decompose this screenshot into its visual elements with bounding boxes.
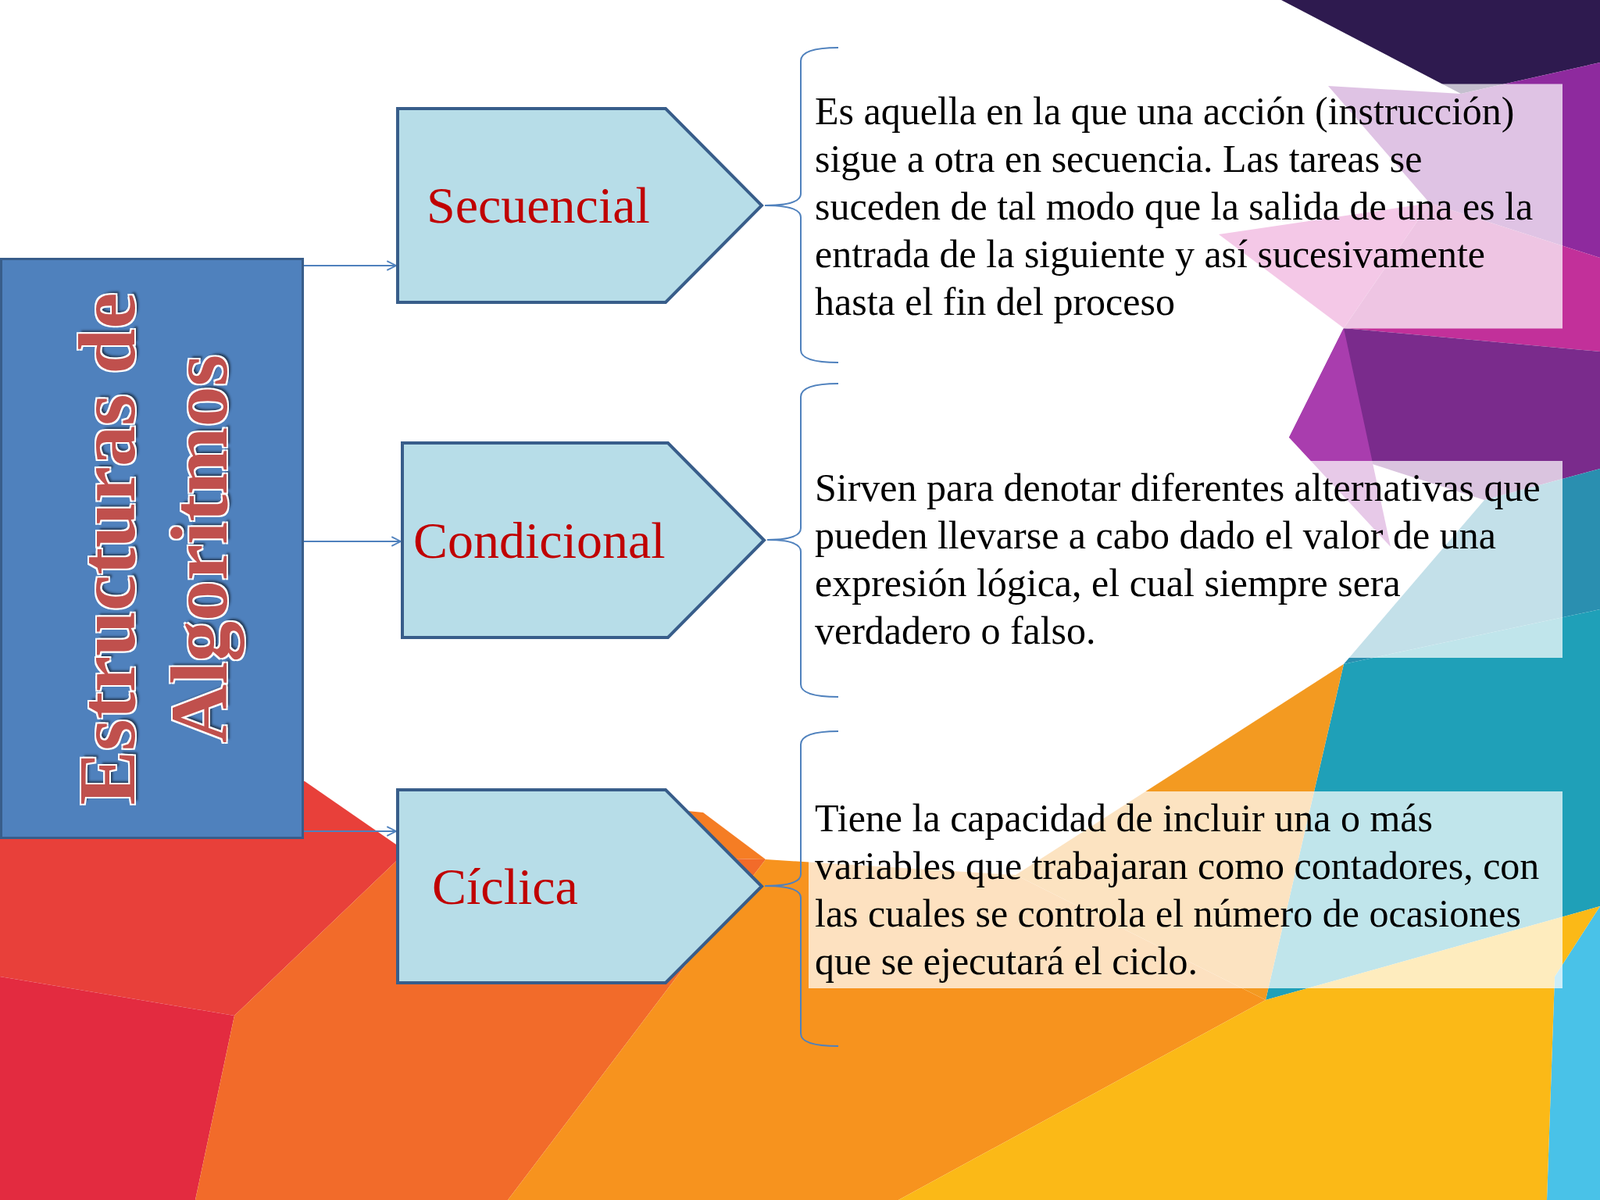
pentagon-box: Cíclica — [396, 788, 764, 985]
panel-title: Estructuras de Algoritmos — [60, 260, 245, 837]
description-text: Sirven para denotar diferentes alternati… — [808, 460, 1563, 658]
bg-polygon — [0, 976, 235, 1200]
pentagon-box: Condicional — [400, 441, 766, 640]
pentagon-shape — [402, 442, 765, 638]
box-label: Cíclica — [432, 857, 579, 917]
connector-arrow — [303, 830, 397, 833]
connector-arrow — [303, 264, 397, 267]
box-label: Condicional — [413, 510, 666, 571]
title-panel: Estructuras de Algoritmos — [0, 257, 304, 840]
pentagon-box: Secuencial — [396, 107, 764, 304]
description-text: Tiene la capacidad de incluir una o más … — [808, 791, 1563, 989]
description-text: Es aquella en la que una acción (instruc… — [808, 84, 1563, 329]
pentagon-shape — [397, 108, 762, 303]
box-label: Secuencial — [426, 175, 650, 236]
connector-arrow — [303, 540, 401, 543]
pentagon-shape — [397, 789, 762, 983]
rotated-text-holder: Estructuras de Algoritmos — [2, 260, 302, 837]
